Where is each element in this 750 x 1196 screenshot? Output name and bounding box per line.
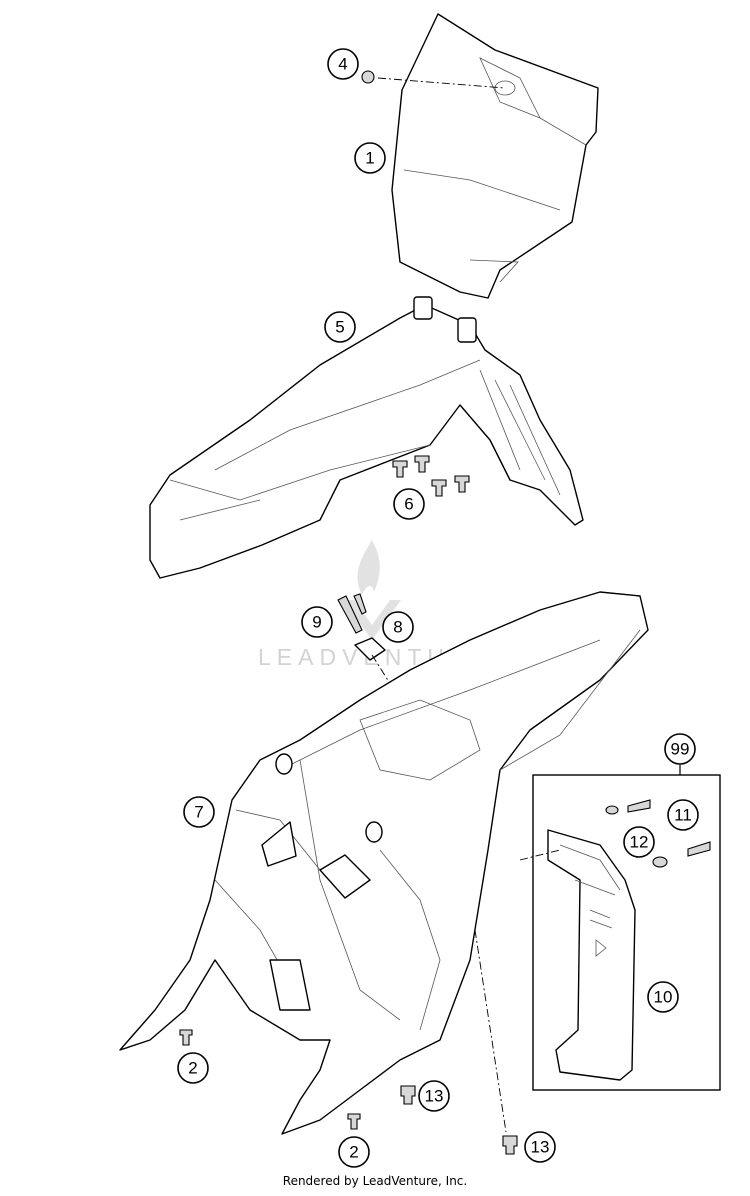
footer-credit: Rendered by LeadVenture, Inc. xyxy=(282,1174,468,1188)
svg-text:9: 9 xyxy=(312,613,321,632)
callout-4[interactable]: 4 xyxy=(327,48,359,80)
callout-8[interactable]: 8 xyxy=(382,611,414,643)
part-number-plate xyxy=(391,13,599,299)
kit-fasteners xyxy=(605,799,711,868)
callout-2-bottom[interactable]: 2 xyxy=(338,1136,370,1168)
fasteners xyxy=(179,1029,518,1155)
svg-text:99: 99 xyxy=(671,740,690,759)
callout-11[interactable]: 11 xyxy=(667,799,699,831)
svg-text:5: 5 xyxy=(335,318,344,337)
svg-text:12: 12 xyxy=(630,833,649,852)
callout-9[interactable]: 9 xyxy=(301,606,333,638)
callout-13-lower[interactable]: 13 xyxy=(524,1131,556,1163)
part-screw-and-clip xyxy=(337,593,386,661)
svg-text:6: 6 xyxy=(404,495,413,514)
svg-text:13: 13 xyxy=(425,1087,444,1106)
watermark-v-icon xyxy=(343,600,401,640)
callout-1[interactable]: 1 xyxy=(354,142,386,174)
part-mudflap xyxy=(547,829,636,1081)
lead-line-13 xyxy=(474,929,507,1133)
svg-text:13: 13 xyxy=(531,1138,550,1157)
part-front-fender xyxy=(149,296,584,579)
svg-text:11: 11 xyxy=(674,806,692,825)
callout-12[interactable]: 12 xyxy=(623,826,655,858)
watermark-flame-icon xyxy=(357,540,380,595)
svg-text:2: 2 xyxy=(188,1059,197,1078)
kit-box xyxy=(532,774,721,1091)
nut-icon xyxy=(361,70,375,84)
callout-10[interactable]: 10 xyxy=(647,981,679,1013)
callout-2-left[interactable]: 2 xyxy=(177,1052,209,1084)
callout-99[interactable]: 99 xyxy=(664,733,696,765)
lead-line-10 xyxy=(519,849,561,861)
callout-7[interactable]: 7 xyxy=(183,796,215,828)
part-rear-fender xyxy=(119,591,649,1135)
svg-text:4: 4 xyxy=(338,55,347,74)
svg-text:2: 2 xyxy=(349,1143,358,1162)
svg-text:10: 10 xyxy=(654,988,673,1007)
svg-text:1: 1 xyxy=(365,149,374,168)
svg-text:8: 8 xyxy=(393,618,402,637)
callout-5[interactable]: 5 xyxy=(324,311,356,343)
lead-line-4 xyxy=(377,77,506,89)
svg-text:7: 7 xyxy=(194,803,203,822)
fender-screws xyxy=(392,455,470,497)
callout-6[interactable]: 6 xyxy=(393,488,425,520)
callout-13-upper[interactable]: 13 xyxy=(418,1080,450,1112)
